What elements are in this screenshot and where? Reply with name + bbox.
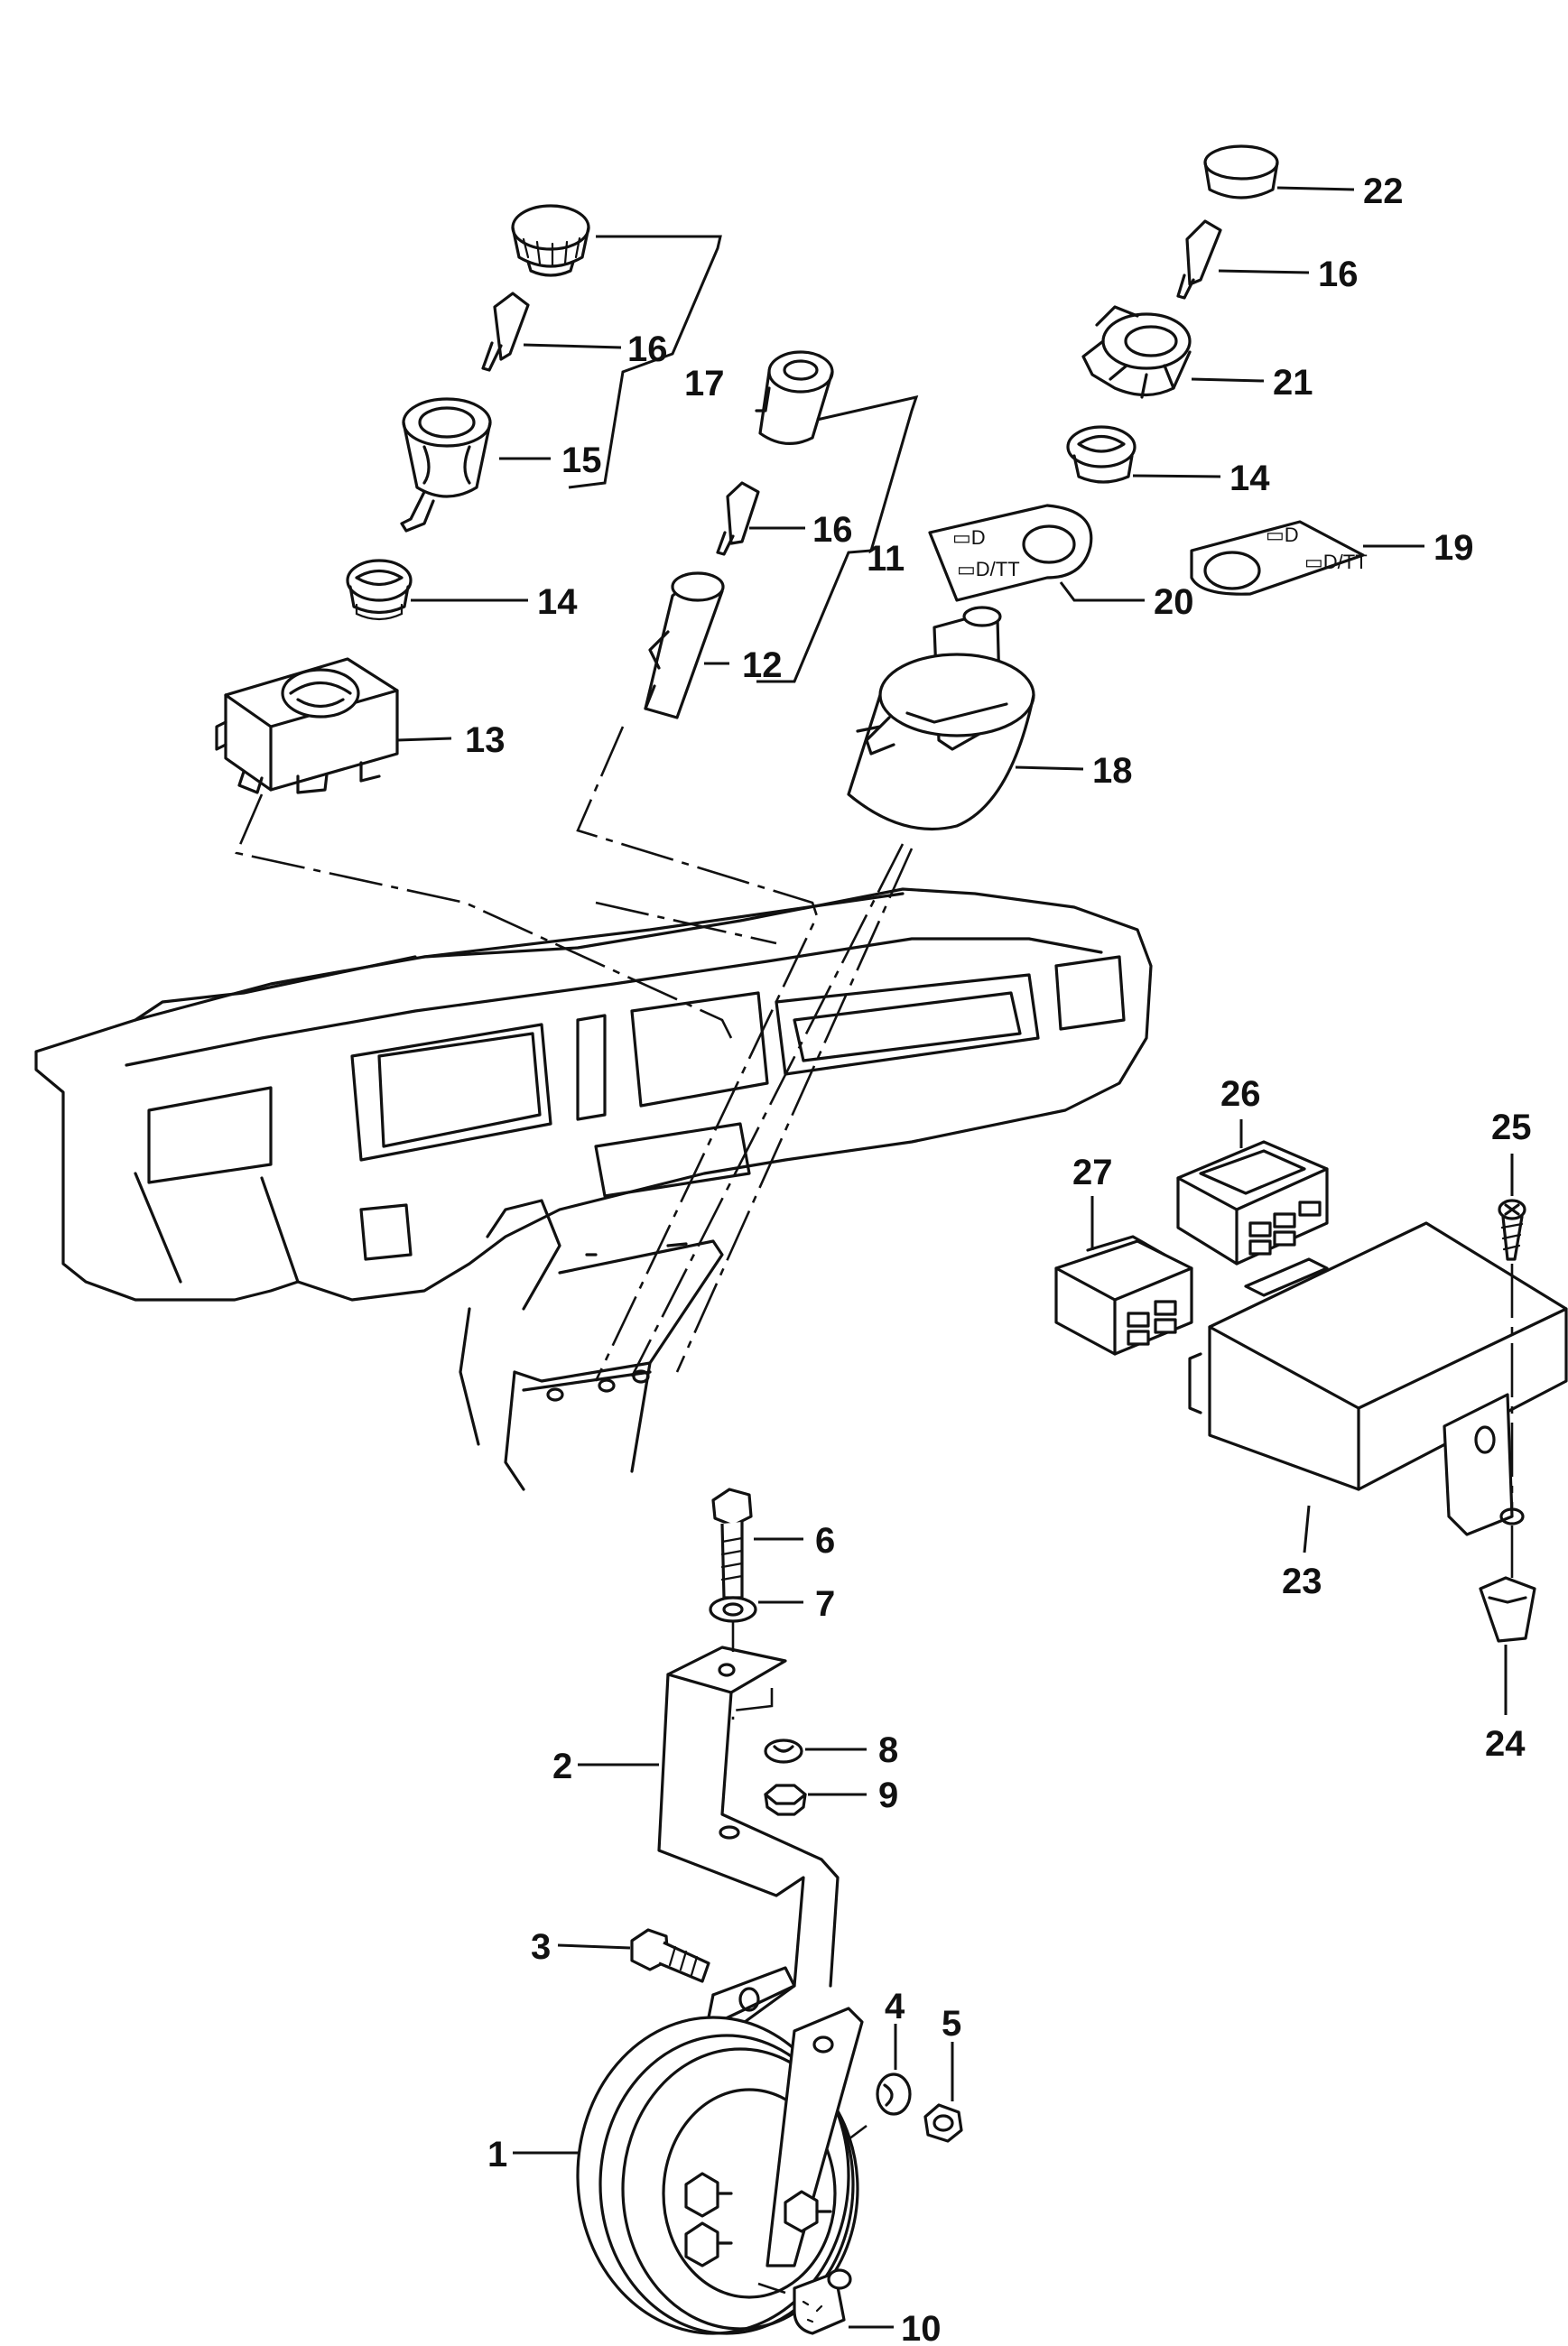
collar-14a bbox=[346, 559, 413, 621]
callout-17: 17 bbox=[684, 364, 725, 403]
callout-11: 11 bbox=[867, 539, 905, 579]
knob-15 bbox=[400, 397, 492, 533]
callout-7: 7 bbox=[815, 1584, 835, 1624]
callout-15: 15 bbox=[561, 440, 602, 480]
bulb-holder-top bbox=[755, 350, 834, 446]
horn-1 bbox=[576, 2007, 864, 2335]
callout-16c: 16 bbox=[1318, 255, 1359, 294]
callout-22: 22 bbox=[1363, 172, 1404, 211]
plate-19: ▭D ▭D/TT bbox=[1190, 520, 1368, 596]
assembly-lines bbox=[235, 726, 1514, 2295]
svg-text:▭D: ▭D bbox=[1266, 524, 1299, 546]
bulb-holder-12 bbox=[644, 571, 725, 719]
plate-20: ▭D ▭D/TT bbox=[928, 504, 1093, 602]
dashboard-illustration bbox=[34, 887, 1153, 1491]
washer-7 bbox=[709, 1596, 757, 1623]
callout-3: 3 bbox=[531, 1927, 551, 1967]
rotary-switch-18 bbox=[847, 606, 1035, 831]
callout-25: 25 bbox=[1491, 1108, 1532, 1147]
callout-24: 24 bbox=[1485, 1724, 1526, 1764]
callout-10: 10 bbox=[901, 2309, 942, 2346]
callout-21: 21 bbox=[1273, 363, 1313, 403]
callout-13: 13 bbox=[465, 720, 506, 760]
bracket-2 bbox=[657, 1646, 840, 2042]
leader-lines bbox=[396, 186, 1514, 2329]
nut-5 bbox=[923, 2103, 963, 2143]
callout-12: 12 bbox=[742, 645, 783, 685]
nut-9 bbox=[764, 1784, 807, 1816]
callout-2: 2 bbox=[552, 1747, 572, 1786]
callout-6: 6 bbox=[815, 1521, 835, 1561]
knob-21 bbox=[1081, 305, 1192, 399]
screw-25 bbox=[1498, 1199, 1526, 1261]
clip-24 bbox=[1479, 1576, 1536, 1643]
bolt-3 bbox=[630, 1928, 710, 1983]
washer-8 bbox=[764, 1739, 803, 1764]
callout-19: 19 bbox=[1433, 528, 1474, 568]
bulb-16a bbox=[481, 292, 530, 372]
callout-16b: 16 bbox=[812, 510, 853, 550]
cap-10 bbox=[793, 2268, 852, 2335]
svg-text:▭D: ▭D bbox=[952, 526, 986, 549]
callout-14b: 14 bbox=[1229, 459, 1270, 498]
relay-26 bbox=[1176, 1140, 1329, 1266]
control-unit-23 bbox=[1188, 1221, 1568, 1536]
callout-18: 18 bbox=[1092, 751, 1133, 791]
bulb-16c bbox=[1176, 219, 1222, 300]
callout-1: 1 bbox=[487, 2135, 507, 2174]
cap-22 bbox=[1203, 144, 1279, 199]
callout-5: 5 bbox=[942, 2004, 961, 2044]
callout-14a: 14 bbox=[537, 582, 578, 622]
callout-labels: 1 2 3 4 5 6 7 8 9 10 11 12 13 14 14 15 1… bbox=[465, 172, 1532, 2346]
callout-26: 26 bbox=[1220, 1074, 1261, 1114]
cap-knob-part bbox=[511, 204, 590, 277]
svg-text:▭D/TT: ▭D/TT bbox=[1304, 551, 1368, 573]
washer-4 bbox=[876, 2072, 912, 2116]
bulb-16b bbox=[716, 481, 760, 556]
collar-14b bbox=[1066, 425, 1137, 484]
callout-23: 23 bbox=[1282, 1562, 1322, 1601]
callout-8: 8 bbox=[878, 1730, 898, 1770]
switch-13 bbox=[215, 657, 399, 794]
callout-4: 4 bbox=[885, 1987, 905, 2026]
svg-text:▭D/TT: ▭D/TT bbox=[957, 558, 1020, 580]
callout-20: 20 bbox=[1154, 582, 1194, 622]
callout-27: 27 bbox=[1072, 1153, 1113, 1192]
callout-9: 9 bbox=[878, 1776, 898, 1815]
connector-27 bbox=[1054, 1235, 1193, 1356]
callout-16a: 16 bbox=[627, 329, 668, 369]
bolt-6 bbox=[711, 1488, 753, 1600]
